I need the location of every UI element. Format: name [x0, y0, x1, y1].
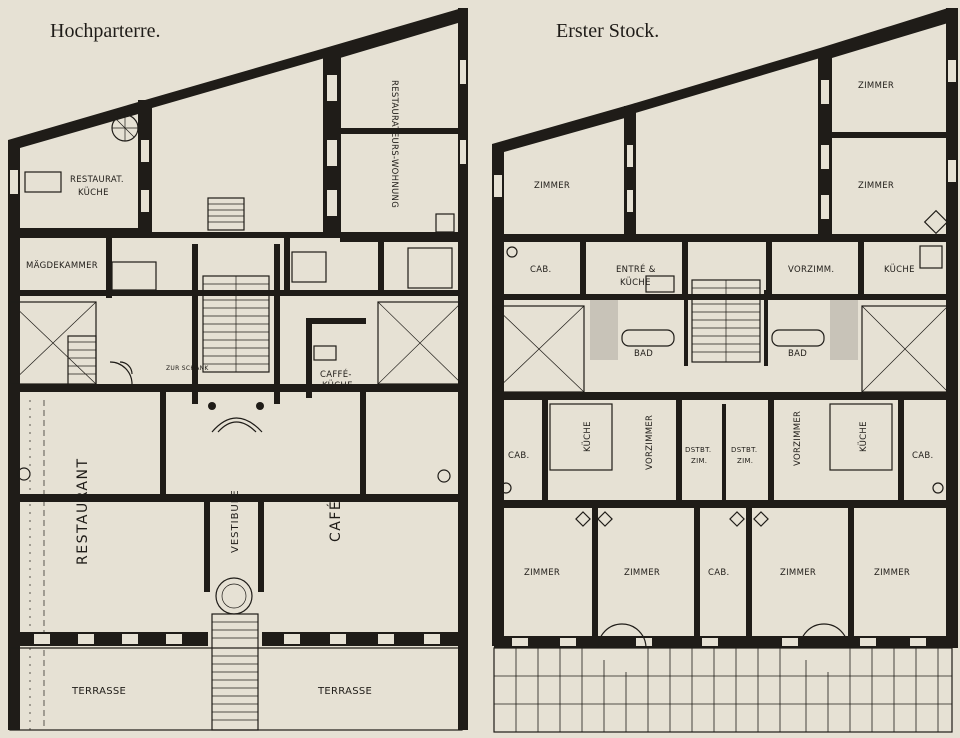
title-hochparterre: Hochparterre. — [50, 20, 161, 42]
label-zimmer-s2: ZIMMER — [624, 568, 660, 578]
service-band-upper: CAB. ENTRÉ & KÜCHE VORZIMM. KÜCHE — [494, 234, 946, 300]
middle-band-upper: CAB. KÜCHE VORZIMMER DSTBT. ZIM. DSTBT. … — [494, 392, 948, 508]
label-restaurat: RESTAURAT. — [70, 175, 124, 185]
title-erster-stock: Erster Stock. — [556, 20, 659, 42]
plan-hochparterre: RESTAURAT. KÜCHE RESTAURATEURS-WOHNUNG M… — [8, 8, 468, 731]
label-zimmer-ne: ZIMMER — [858, 181, 894, 191]
label-cab-right: CAB. — [912, 451, 933, 461]
label-zimmer-nw: ZIMMER — [534, 181, 570, 191]
label-dstbt-2-zim: ZIM. — [737, 457, 753, 465]
label-cab-s: CAB. — [708, 568, 729, 578]
label-dstbt-2: DSTBT. — [731, 446, 757, 454]
label-vestibule: VESTIBULE — [230, 489, 241, 553]
label-zimmer-s4: ZIMMER — [874, 568, 910, 578]
main-staircase — [192, 244, 280, 433]
label-dstbt-1: DSTBT. — [685, 446, 711, 454]
front-wall — [10, 632, 462, 646]
label-maegdekammer: MÄGDEKAMMER — [26, 260, 98, 271]
window-openings-upper — [494, 60, 956, 219]
light-wells-upper — [493, 305, 949, 393]
label-zur-schank: ZUR SCHANK — [166, 365, 209, 372]
label-dstbt-1-zim: ZIM. — [691, 457, 707, 465]
label-terrasse-right: TERRASSE — [317, 686, 372, 697]
label-cab-top: CAB. — [530, 265, 551, 275]
top-rooms-upper: ZIMMER ZIMMER ZIMMER — [534, 81, 949, 235]
label-bad-right: BAD — [788, 349, 807, 359]
label-entre: ENTRÉ & — [616, 263, 656, 275]
label-vorzimmer-right: VORZIMMER — [793, 411, 803, 466]
label-kueche-left: KÜCHE — [582, 421, 593, 452]
label-bad-left: BAD — [634, 349, 653, 359]
label-zimmer-s3: ZIMMER — [780, 568, 816, 578]
terrace: TERRASSE TERRASSE — [9, 613, 463, 731]
label-cafe: CAFÉ — [327, 500, 344, 542]
label-caffe: CAFFÉ- — [320, 368, 352, 380]
label-entre-kueche: KÜCHE — [620, 277, 651, 288]
front-wall-upper — [494, 623, 948, 649]
middle-band-walls — [10, 384, 462, 730]
label-restaurateurs-wohnung: RESTAURATEURS-WOHNUNG — [389, 80, 399, 208]
baths-and-stair: BAD BAD — [590, 279, 858, 366]
front-rooms-upper: ZIMMER ZIMMER CAB. ZIMMER ZIMMER — [524, 508, 910, 640]
label-restaurat-kueche: KÜCHE — [78, 187, 109, 198]
balcony-railing — [493, 647, 953, 733]
plan-erster-stock: ZIMMER ZIMMER ZIMMER CAB. ENTRÉ & KÜCHE … — [492, 8, 958, 733]
outer-walls — [8, 8, 468, 730]
label-cab-left: CAB. — [508, 451, 529, 461]
service-zone: MÄGDEKAMMER — [20, 232, 460, 298]
window-openings — [10, 60, 466, 216]
label-terrasse-left: TERRASSE — [71, 686, 126, 697]
label-vorzimm: VORZIMM. — [788, 265, 834, 275]
label-kueche-ne: KÜCHE — [884, 264, 915, 275]
label-restaurant: RESTAURANT — [75, 457, 91, 565]
label-zimmer-s1: ZIMMER — [524, 568, 560, 578]
label-zimmer-ne-top: ZIMMER — [858, 81, 894, 91]
main-halls: RESTAURANT VESTIBULE CAFÉ — [75, 457, 344, 615]
label-kueche-right: KÜCHE — [858, 421, 869, 452]
label-vorzimmer-left: VORZIMMER — [645, 415, 655, 470]
entrance-stair — [207, 197, 245, 231]
